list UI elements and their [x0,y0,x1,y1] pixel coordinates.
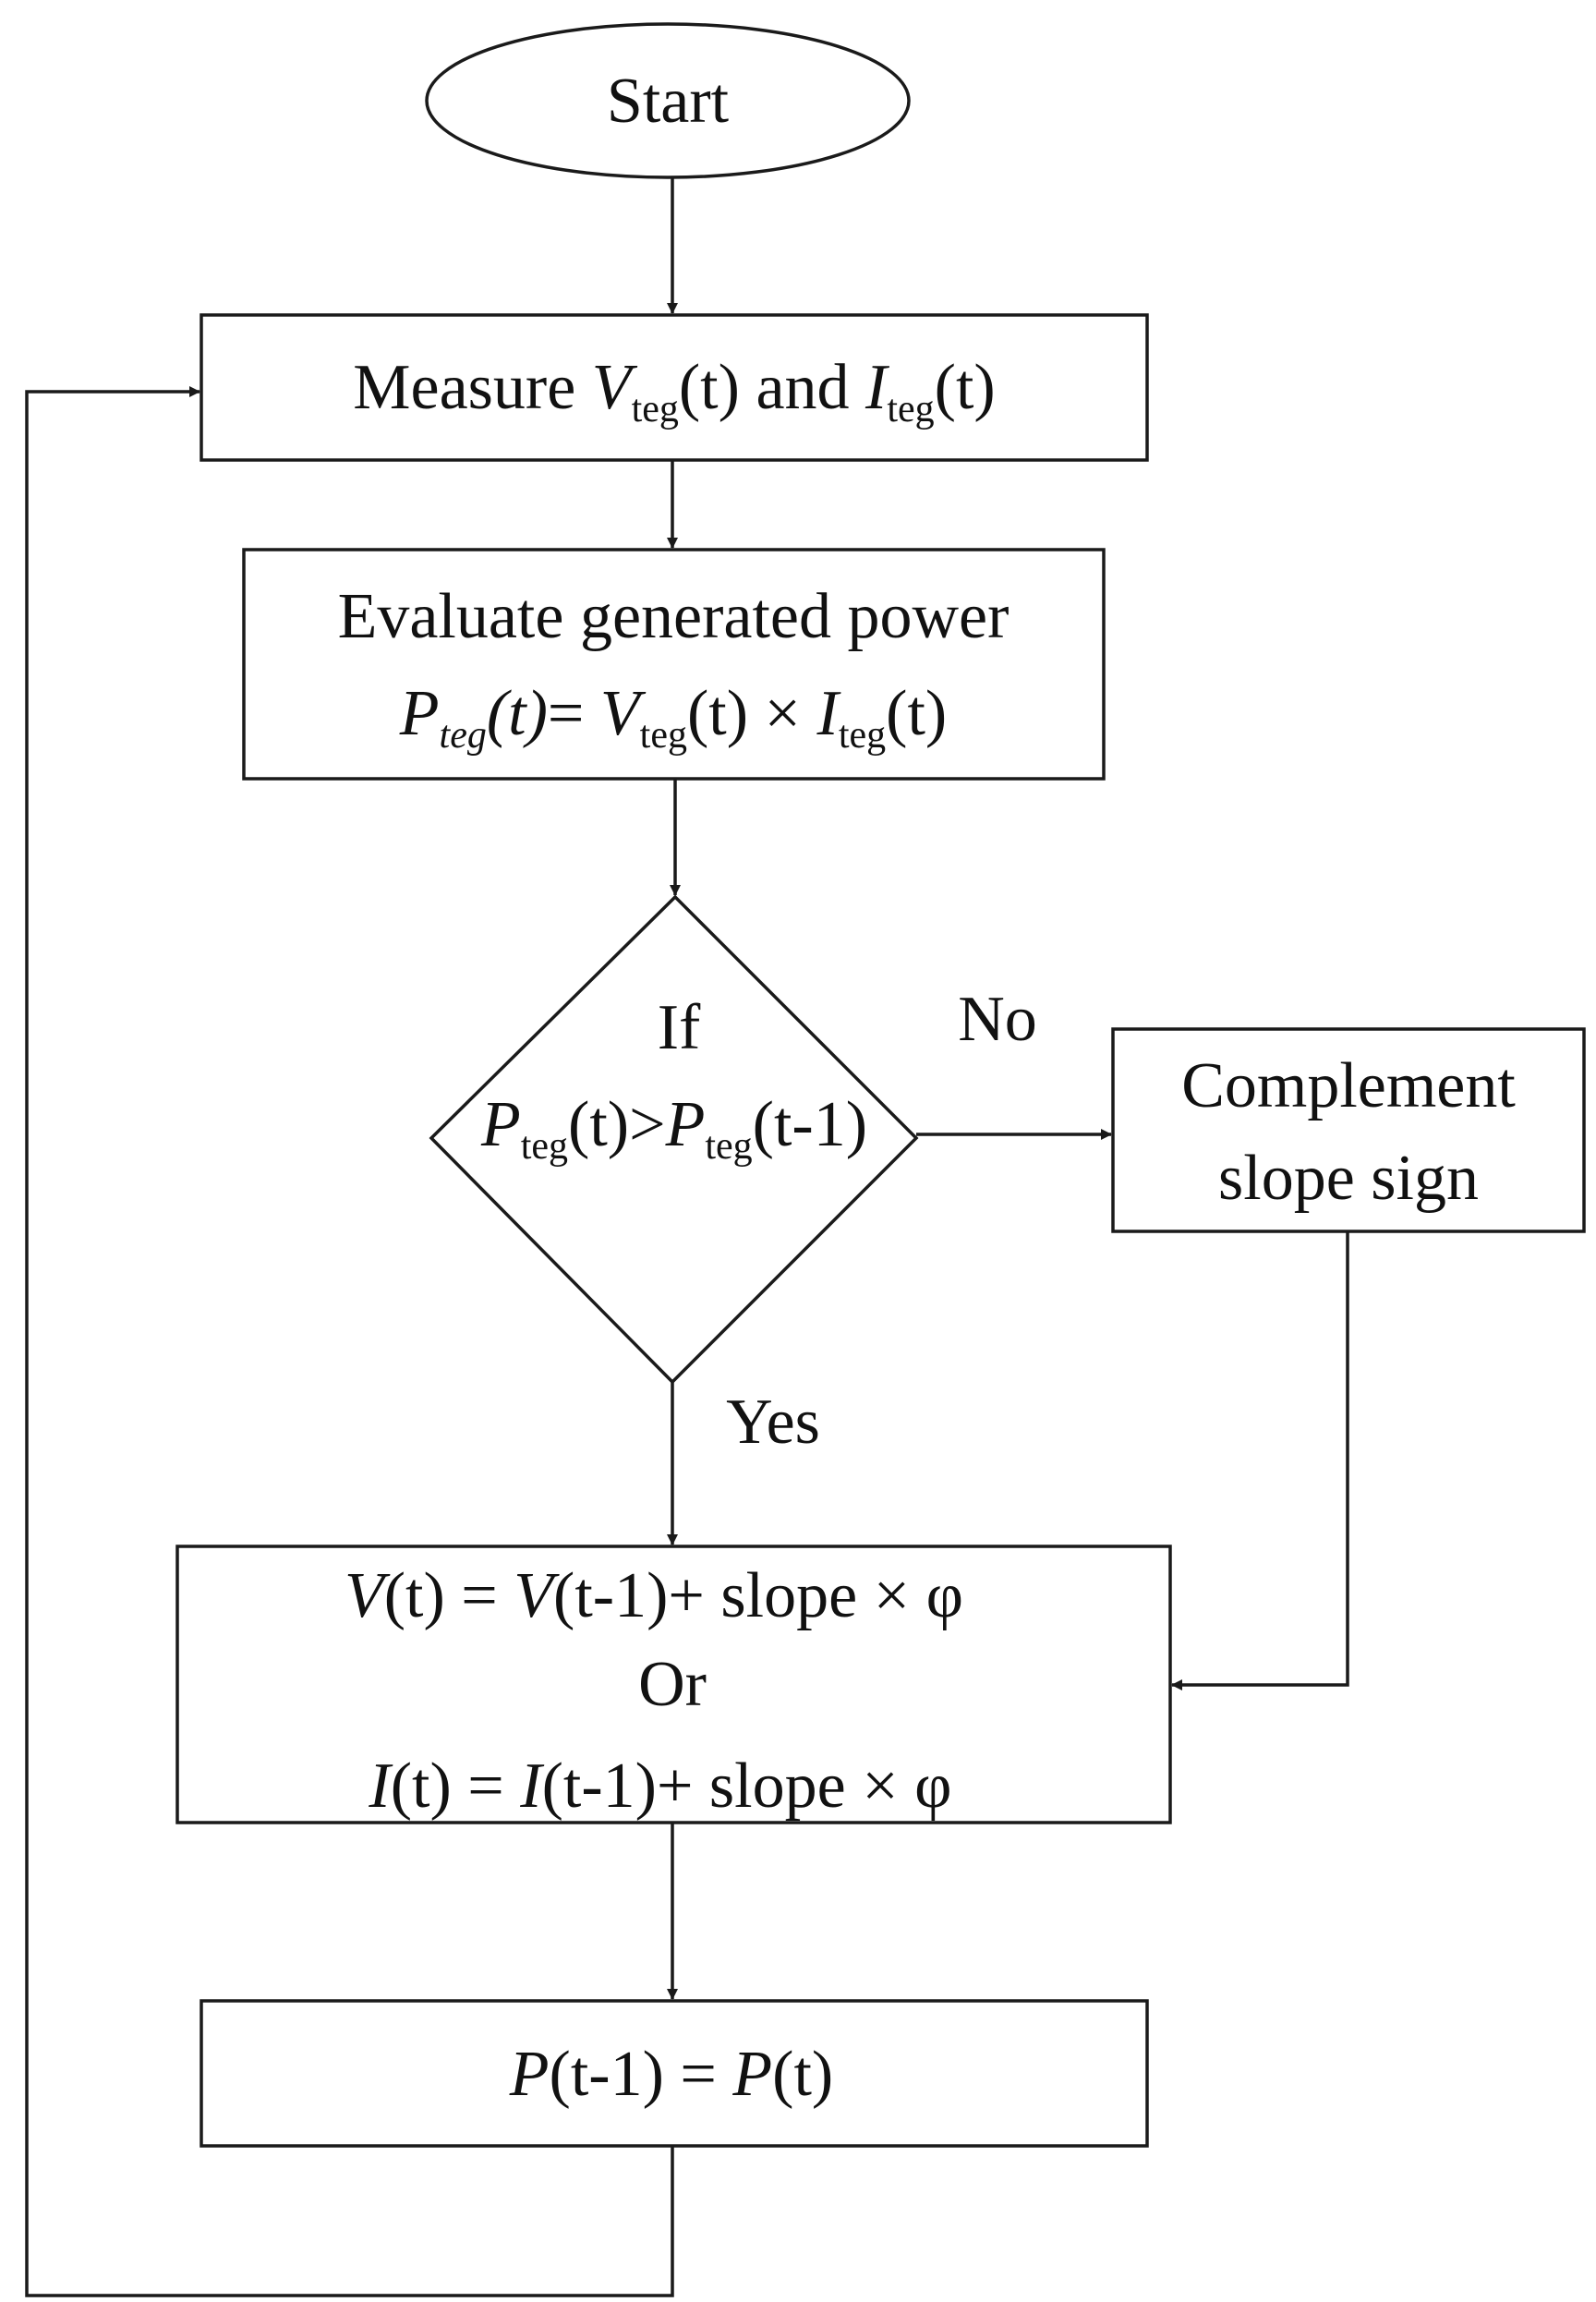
subscript-text: teg [440,714,487,757]
evaluate-label-line1: Evaluate generated power [338,581,1010,652]
measure-box [200,313,1149,462]
decision-label-line2: Pteg(t)>Pteg(t-1) [480,1089,867,1168]
text-segment: P [509,2039,550,2110]
text-segment: V [592,352,638,423]
text-segment: (t) and [679,352,865,423]
text-segment: Complement [1181,1050,1516,1121]
text-segment: (t) [772,2039,833,2110]
store-power-box [200,1999,1149,2148]
subscript-text: teg [887,388,934,430]
update-box [175,1545,1172,1824]
text-segment: P [665,1089,706,1160]
complement-slope-box [1111,1027,1586,1233]
text-segment: I [519,1751,545,1822]
complement-label-line2: slope sign [1218,1143,1479,1214]
text-segment: Start [607,66,730,137]
text-segment: (t-1)+ slope × φ [553,1560,963,1631]
text-segment: Evaluate generated power [338,581,1010,652]
measure-label: Measure Vteg(t) and Iteg(t) [353,352,995,430]
start-label: Start [607,66,730,137]
text-segment: = [548,678,600,749]
text-segment: Yes [726,1387,820,1458]
text-segment: (t) = [384,1560,514,1631]
text-segment: V [600,678,647,749]
evaluate-label-line2: Pteg(t)= Vteg(t) × Iteg(t) [399,678,947,757]
decision-label-line1: If [658,992,701,1063]
text-segment: P [732,2039,772,2110]
text-segment: I [368,1751,393,1822]
subscript-text: teg [640,714,687,757]
text-segment: No [958,984,1037,1055]
text-segment: (t) [487,678,548,749]
text-segment: slope sign [1218,1143,1479,1214]
text-segment: (t-1) [753,1089,867,1160]
complement-label-line1: Complement [1181,1050,1516,1121]
subscript-text: teg [839,714,886,757]
text-segment: (t) = [391,1751,521,1822]
evaluate-power-box [242,548,1106,781]
subscript-text: teg [521,1125,568,1168]
text-segment: P [399,678,440,749]
store-label: P(t-1) = P(t) [509,2039,833,2110]
text-segment: (t-1) = [550,2039,733,2110]
subscript-text: teg [632,388,679,430]
text-segment: (t) × [687,678,817,749]
update-label-line3: I(t) = I(t-1)+ slope × φ [368,1751,951,1822]
text-segment: (t) [886,678,947,749]
text-segment: I [864,352,890,423]
update-label-line1: V(t) = V(t-1)+ slope × φ [345,1560,963,1631]
text-segment: P [480,1089,521,1160]
arrow-loop-back-to-measure [25,386,674,2297]
text-segment: (t) [935,352,996,423]
text-segment: V [514,1560,560,1631]
text-segment: (t-1)+ slope × φ [542,1751,952,1822]
start-terminal [425,22,911,179]
yes-branch-label: Yes [726,1387,820,1458]
text-segment: (t)> [568,1089,666,1160]
decision-diamond [429,894,919,1385]
text-segment: I [816,678,842,749]
text-segment: V [345,1560,391,1631]
subscript-text: teg [705,1125,752,1168]
arrow-complement-to-update [1171,1231,1349,1690]
text-segment: Measure [353,352,592,423]
text-segment: If [658,992,701,1063]
text-segment: Or [638,1649,707,1720]
no-branch-label: No [958,984,1037,1055]
update-label-line2: Or [638,1649,707,1720]
